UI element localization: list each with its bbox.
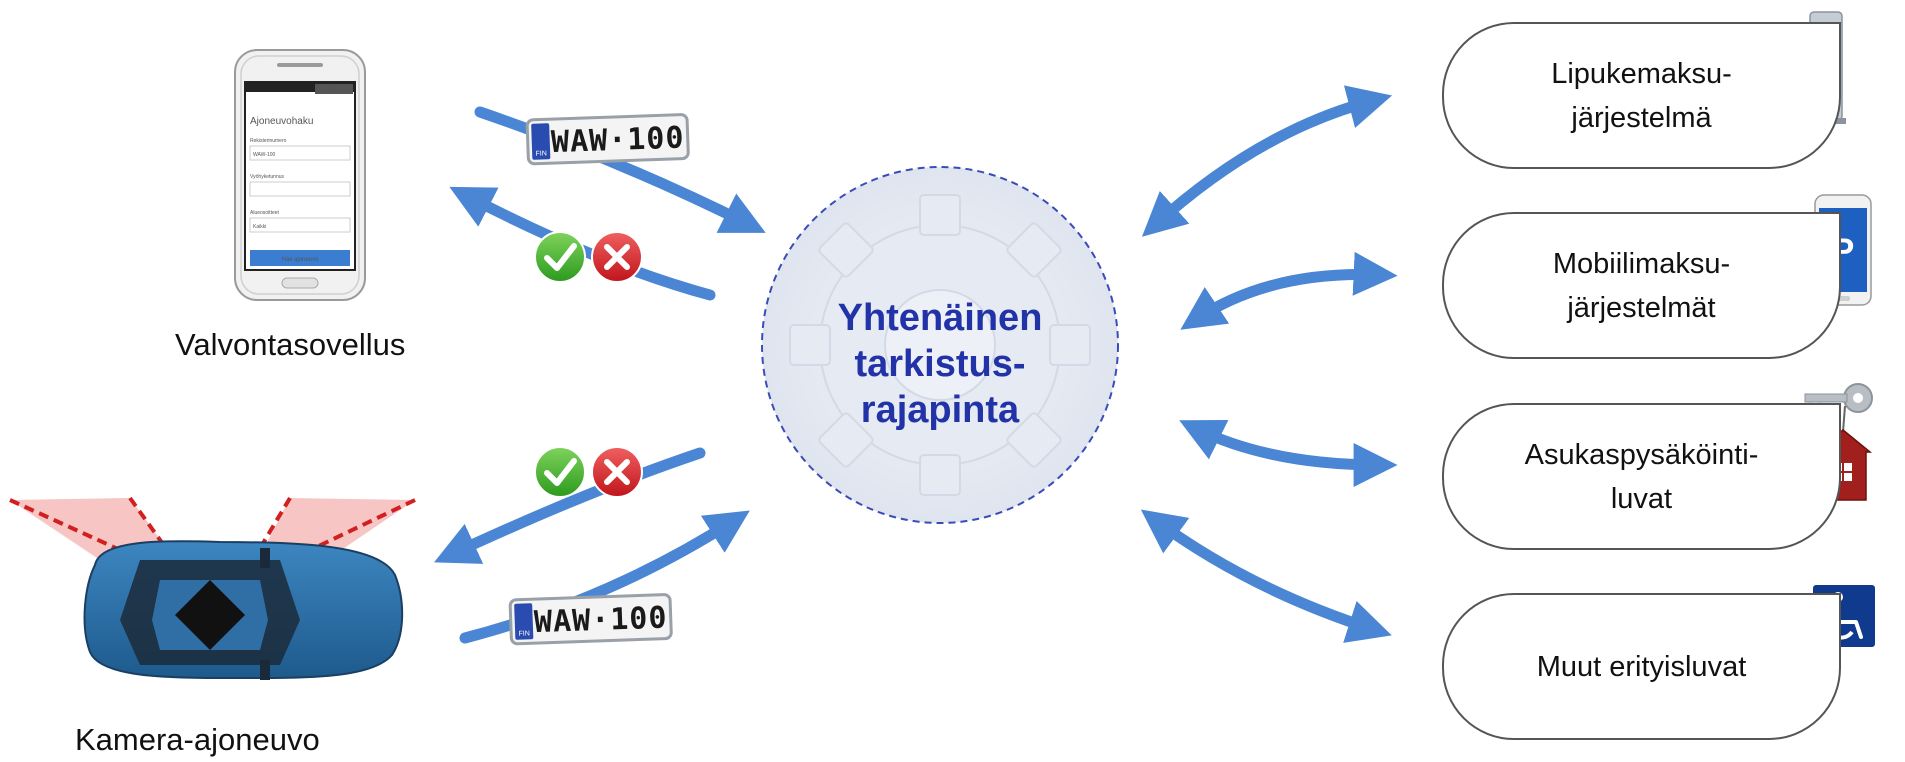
arrow-hub-ticket-system [1141,85,1393,237]
smartphone-icon: Tarkasta Ajoneuvohaku Rekisterinumero WA… [234,49,366,301]
central-hub [761,166,1119,524]
svg-text:FIN: FIN [518,630,530,637]
svg-text:Rekisterinumero: Rekisterinumero [250,138,287,144]
svg-text:FIN: FIN [535,150,547,157]
license-plate-top: FIN WAW·100 [525,113,690,166]
cross-icon [591,231,643,283]
cross-icon [591,446,643,498]
svg-text:Tarkasta: Tarkasta [323,88,346,94]
system-box-mobile: Mobiilimaksu- järjestelmät [1442,212,1841,359]
svg-text:Ajoneuvohaku: Ajoneuvohaku [250,116,313,127]
app-label: Valvontasovellus [175,327,406,362]
system-label: Asukaspysäköinti- luvat [1524,438,1759,515]
svg-text:Hae ajoneuvo: Hae ajoneuvo [281,257,319,263]
arrow-hub-resident-permits [1179,419,1398,487]
right-arrows [1140,85,1398,643]
arrow-hub-to-car [434,447,706,564]
license-plate-bottom: FIN WAW·100 [508,593,673,646]
svg-text:Kaikki: Kaikki [253,224,266,230]
check-icon [534,446,586,498]
system-label: Mobiilimaksu- järjestelmät [1552,247,1731,324]
system-box-resident: Asukaspysäköinti- luvat [1442,403,1841,550]
arrow-hub-mobile-system [1180,251,1398,330]
system-label: Muut erityisluvat [1536,650,1747,683]
car-label: Kamera-ajoneuvo [75,722,320,757]
gear-icon [789,194,1091,496]
system-box-special: Muut erityisluvat [1442,593,1841,740]
camera-car-icon [9,496,416,680]
arrow-hub-to-app [449,186,716,301]
check-icon [534,231,586,283]
plate-number-top: WAW·100 [550,121,685,161]
svg-text:WAW-100: WAW-100 [253,152,276,158]
arrow-app-to-hub [474,106,766,233]
svg-text:Vyöhyketunnus: Vyöhyketunnus [250,174,285,180]
arrow-car-to-hub [459,510,750,644]
arrow-hub-special-permits [1140,509,1392,643]
left-arrows [434,106,766,644]
system-box-ticket: Lipukemaksu- järjestelmä [1442,22,1841,169]
hub-title: Yhtenäinen tarkistus- rajapinta [837,297,1043,431]
system-label: Lipukemaksu- järjestelmä [1551,57,1732,134]
svg-text:Alueosoitteet: Alueosoitteet [250,210,280,216]
plate-number-bottom: WAW·100 [533,601,668,641]
